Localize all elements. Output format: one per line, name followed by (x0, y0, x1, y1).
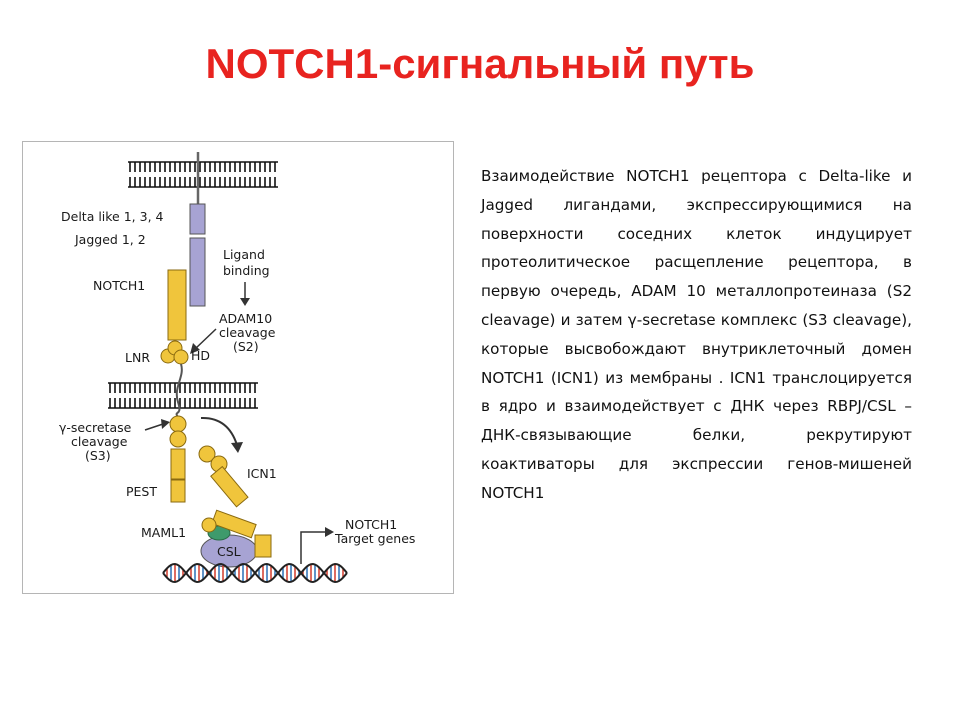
ligand-domain-lower (189, 237, 206, 307)
coactivator (254, 534, 272, 558)
lower-membrane (108, 382, 258, 409)
notch-pathway-diagram: Delta like 1, 3, 4 Jagged 1, 2 NOTCH1 Li… (22, 141, 454, 594)
notch1-extracellular-domain (167, 269, 187, 341)
gamma-secretase-label: cleavage (71, 434, 128, 449)
lnr-label: LNR (125, 350, 150, 365)
ligands-label: Delta like 1, 3, 4 (61, 209, 164, 224)
adam10-label: cleavage (219, 325, 276, 340)
pest-label: PEST (126, 484, 157, 499)
adam10-arrow (194, 328, 217, 350)
ligand-binding-label: binding (223, 263, 270, 278)
gamma-secretase-label: γ-secretase (59, 420, 132, 435)
maml1-label: MAML1 (141, 525, 186, 540)
notch1-ram-domain (169, 430, 187, 448)
icn1-head (198, 445, 216, 463)
csl-label: CSL (217, 544, 241, 559)
translocation-arrowhead (231, 442, 243, 453)
notch1-ankyrin-domain (170, 448, 186, 480)
upper-membrane (128, 161, 278, 188)
notch1-transmembrane (175, 363, 183, 418)
pathway-description: Взаимодействие NOTCH1 рецептора с Delta-… (481, 167, 912, 502)
target-genes-label: Target genes (334, 531, 415, 546)
hd-label: HD (191, 348, 210, 363)
dna-strand (162, 563, 348, 583)
pest-domain (170, 479, 186, 503)
icn1-label: ICN1 (247, 466, 277, 481)
transcription-arrow (300, 531, 328, 564)
dna-helix (162, 563, 348, 583)
hd-domain (173, 349, 189, 365)
icn1-nuclear-head (201, 517, 217, 533)
transcription-arrowhead (325, 527, 334, 537)
slide-title: NOTCH1-сигнальный путь (205, 40, 755, 87)
target-genes-label: NOTCH1 (345, 517, 397, 532)
adam10-label: ADAM10 (219, 311, 272, 326)
icn1-body (210, 465, 249, 508)
gamma-arrowhead (161, 419, 170, 429)
s3-cleavage-site (169, 415, 187, 433)
translocation-arrow (200, 416, 238, 446)
ligand-domain-upper (189, 203, 206, 235)
icn1-nuclear (211, 509, 257, 539)
gamma-arrow (144, 423, 164, 431)
ligand-binding-label: Ligand (223, 247, 265, 262)
gamma-secretase-label: (S3) (85, 448, 111, 463)
adam10-label: (S2) (233, 339, 259, 354)
ligand-binding-arrowhead (240, 298, 250, 306)
adam10-arrowhead (190, 343, 200, 354)
ligands-label: Jagged 1, 2 (74, 232, 146, 247)
notch1-label: NOTCH1 (93, 278, 145, 293)
